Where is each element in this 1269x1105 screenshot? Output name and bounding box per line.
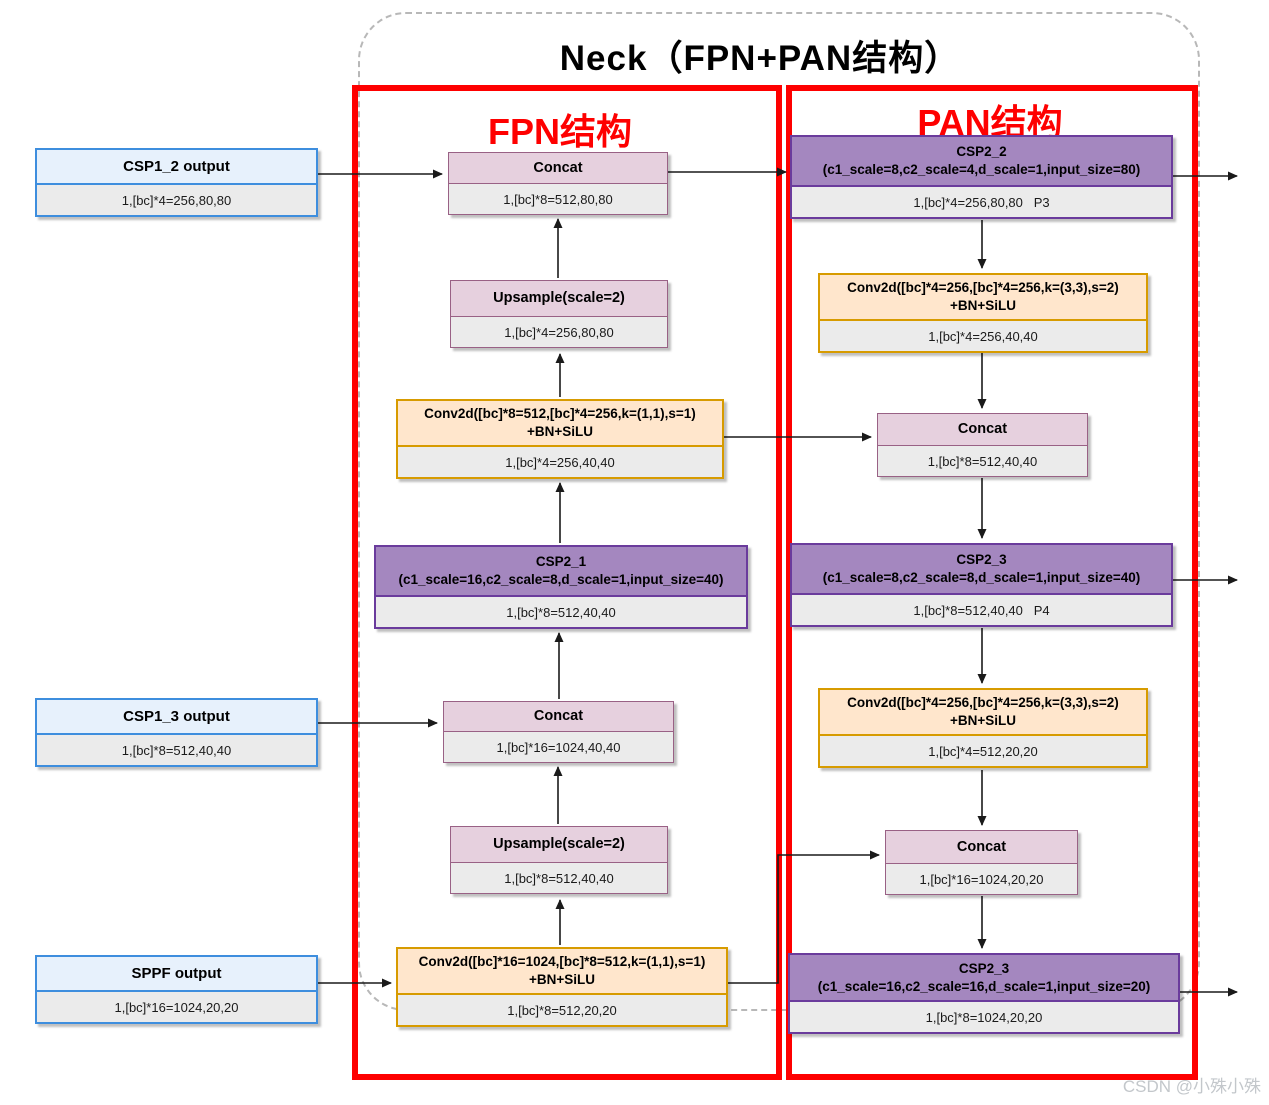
node-pan-conv-top: Conv2d([bc]*4=256,[bc]*4=256,k=(3,3),s=2… xyxy=(818,273,1148,353)
node-fpn-upsample-bottom-shape: 1,[bc]*8=512,40,40 xyxy=(451,862,667,893)
node-pan-concat-top: Concat 1,[bc]*8=512,40,40 xyxy=(877,413,1088,477)
node-sppf-shape: 1,[bc]*16=1024,20,20 xyxy=(37,990,316,1022)
node-csp1-2-output: CSP1_2 output 1,[bc]*4=256,80,80 xyxy=(35,148,318,217)
node-pan-conv-bottom-shape: 1,[bc]*4=512,20,20 xyxy=(820,734,1146,766)
node-fpn-concat-top: Concat 1,[bc]*8=512,80,80 xyxy=(448,152,668,215)
node-pan-concat-bottom-title: Concat xyxy=(886,831,1077,863)
diagram-title: Neck（FPN+PAN结构） xyxy=(559,39,961,78)
node-pan-conv-top-title: Conv2d([bc]*4=256,[bc]*4=256,k=(3,3),s=2… xyxy=(820,275,1146,319)
node-pan-concat-top-shape: 1,[bc]*8=512,40,40 xyxy=(878,445,1087,476)
node-fpn-upsample-bottom-title: Upsample(scale=2) xyxy=(451,827,667,862)
watermark: CSDN @小殊小殊 xyxy=(1122,1077,1261,1096)
node-csp2-1-shape: 1,[bc]*8=512,40,40 xyxy=(376,595,746,627)
node-pan-concat-bottom-shape: 1,[bc]*16=1024,20,20 xyxy=(886,863,1077,894)
node-csp2-3-bottom-title: CSP2_3 (c1_scale=16,c2_scale=16,d_scale=… xyxy=(790,955,1178,1000)
node-fpn-conv-top-shape: 1,[bc]*4=256,40,40 xyxy=(398,445,722,477)
node-csp2-1-title: CSP2_1 (c1_scale=16,c2_scale=8,d_scale=1… xyxy=(376,547,746,595)
node-csp2-3-p4-title: CSP2_3 (c1_scale=8,c2_scale=8,d_scale=1,… xyxy=(792,545,1171,593)
node-csp1-3-shape: 1,[bc]*8=512,40,40 xyxy=(37,733,316,765)
node-csp1-2-title: CSP1_2 output xyxy=(37,150,316,183)
node-fpn-conv-bottom: Conv2d([bc]*16=1024,[bc]*8=512,k=(1,1),s… xyxy=(396,947,728,1027)
node-sppf-title: SPPF output xyxy=(37,957,316,990)
node-fpn-conv-top: Conv2d([bc]*8=512,[bc]*4=256,k=(1,1),s=1… xyxy=(396,399,724,479)
node-csp2-2-shape: 1,[bc]*4=256,80,80 P3 xyxy=(792,185,1171,217)
node-fpn-conv-bottom-shape: 1,[bc]*8=512,20,20 xyxy=(398,993,726,1025)
node-fpn-upsample-top-shape: 1,[bc]*4=256,80,80 xyxy=(451,316,667,347)
node-csp2-3-bottom: CSP2_3 (c1_scale=16,c2_scale=16,d_scale=… xyxy=(788,953,1180,1034)
node-pan-concat-bottom: Concat 1,[bc]*16=1024,20,20 xyxy=(885,830,1078,895)
node-fpn-concat-mid-shape: 1,[bc]*16=1024,40,40 xyxy=(444,731,673,762)
node-sppf-output: SPPF output 1,[bc]*16=1024,20,20 xyxy=(35,955,318,1024)
node-pan-conv-top-shape: 1,[bc]*4=256,40,40 xyxy=(820,319,1146,351)
node-fpn-concat-mid-title: Concat xyxy=(444,702,673,731)
node-csp1-3-title: CSP1_3 output xyxy=(37,700,316,733)
fpn-section-label: FPN结构 xyxy=(487,111,632,152)
node-fpn-concat-top-shape: 1,[bc]*8=512,80,80 xyxy=(449,183,667,214)
node-csp2-1: CSP2_1 (c1_scale=16,c2_scale=8,d_scale=1… xyxy=(374,545,748,629)
node-pan-conv-bottom-title: Conv2d([bc]*4=256,[bc]*4=256,k=(3,3),s=2… xyxy=(820,690,1146,734)
node-csp2-2: CSP2_2 (c1_scale=8,c2_scale=4,d_scale=1,… xyxy=(790,135,1173,219)
node-fpn-concat-mid: Concat 1,[bc]*16=1024,40,40 xyxy=(443,701,674,763)
node-csp1-2-shape: 1,[bc]*4=256,80,80 xyxy=(37,183,316,215)
node-csp2-3-p4: CSP2_3 (c1_scale=8,c2_scale=8,d_scale=1,… xyxy=(790,543,1173,627)
node-fpn-upsample-bottom: Upsample(scale=2) 1,[bc]*8=512,40,40 xyxy=(450,826,668,894)
node-fpn-upsample-top-title: Upsample(scale=2) xyxy=(451,281,667,316)
node-fpn-conv-top-title: Conv2d([bc]*8=512,[bc]*4=256,k=(1,1),s=1… xyxy=(398,401,722,445)
node-csp2-3-bottom-shape: 1,[bc]*8=1024,20,20 xyxy=(790,1000,1178,1032)
node-fpn-upsample-top: Upsample(scale=2) 1,[bc]*4=256,80,80 xyxy=(450,280,668,348)
fpn-section-frame xyxy=(352,85,782,1080)
node-fpn-conv-bottom-title: Conv2d([bc]*16=1024,[bc]*8=512,k=(1,1),s… xyxy=(398,949,726,993)
node-csp1-3-output: CSP1_3 output 1,[bc]*8=512,40,40 xyxy=(35,698,318,767)
node-fpn-concat-top-title: Concat xyxy=(449,153,667,183)
node-pan-concat-top-title: Concat xyxy=(878,414,1087,445)
node-pan-conv-bottom: Conv2d([bc]*4=256,[bc]*4=256,k=(3,3),s=2… xyxy=(818,688,1148,768)
node-csp2-3-p4-shape: 1,[bc]*8=512,40,40 P4 xyxy=(792,593,1171,625)
node-csp2-2-title: CSP2_2 (c1_scale=8,c2_scale=4,d_scale=1,… xyxy=(792,137,1171,185)
pan-section-frame xyxy=(786,85,1198,1080)
